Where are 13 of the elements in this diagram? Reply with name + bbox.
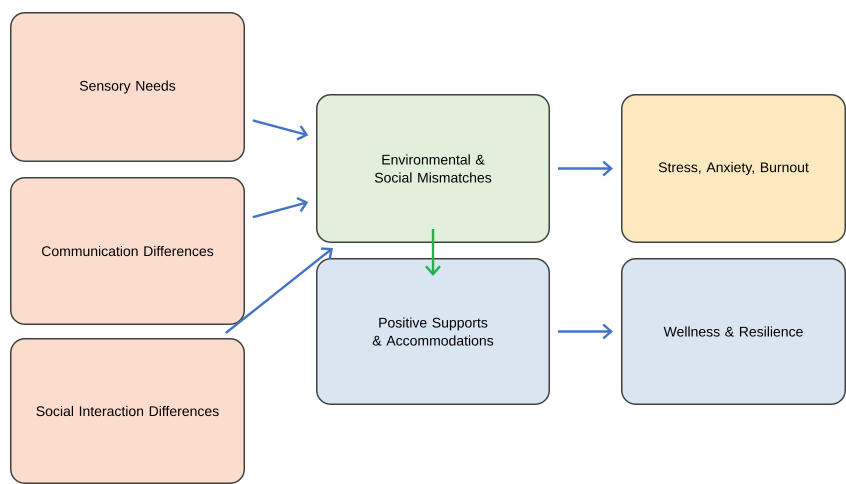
process-box: Environmental & Social Mismatches bbox=[316, 94, 550, 243]
process-box: Sensory Needs bbox=[10, 12, 245, 162]
process-box: Wellness & Resilience bbox=[621, 258, 846, 405]
arrow bbox=[558, 324, 613, 340]
arrow bbox=[252, 119, 308, 141]
arrow bbox=[252, 196, 308, 218]
arrow bbox=[558, 160, 613, 176]
arrow bbox=[425, 229, 441, 276]
process-box: Social Interaction Differences bbox=[10, 338, 245, 484]
arrow bbox=[225, 247, 333, 334]
process-box: Positive Supports & Accommodations bbox=[316, 258, 550, 405]
process-box: Stress, Anxiety, Burnout bbox=[621, 94, 846, 243]
process-box: Communication Differences bbox=[10, 177, 245, 325]
